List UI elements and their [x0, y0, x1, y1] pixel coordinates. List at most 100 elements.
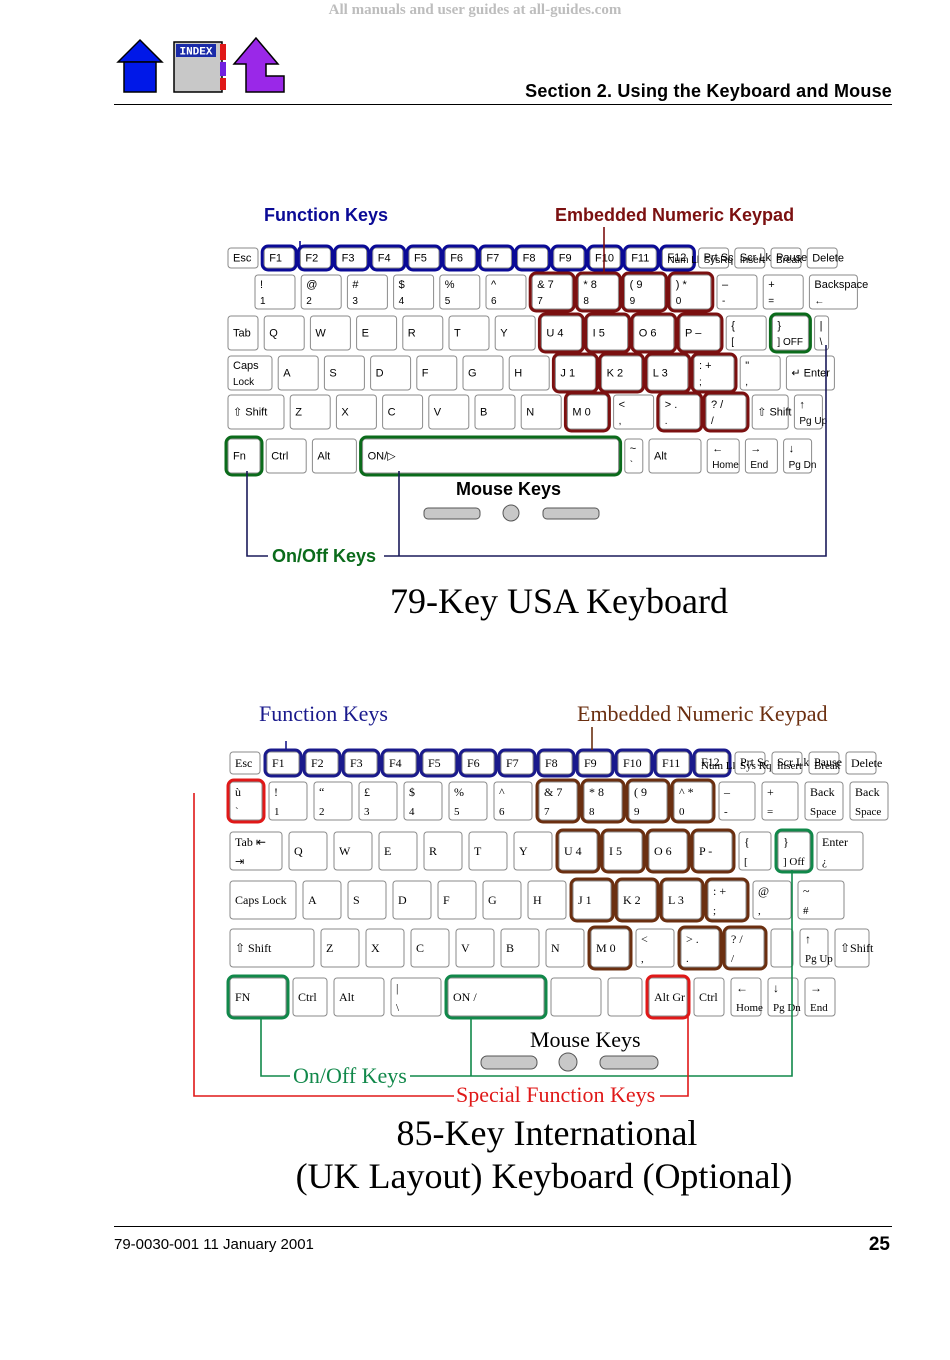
kb2keys-key-r0-k8[interactable]: F8 — [536, 748, 576, 778]
kb1keys-key-r3-k6[interactable]: H — [508, 355, 550, 391]
kb2keys-key-r0-k6[interactable]: F6 — [458, 748, 498, 778]
kb2keys-key-r2-k6[interactable]: Y — [513, 831, 553, 871]
kb2keys-key-r2-k0[interactable]: Tab ⇤⇥ — [229, 831, 283, 871]
kb2keys-key-r2-k7[interactable]: U 4 — [555, 828, 601, 874]
kb2keys-key-r5-k4[interactable]: ON / — [444, 974, 548, 1020]
kb2keys-key-r5-k6[interactable] — [607, 977, 643, 1017]
kb2keys-key-r2-k4[interactable]: R — [423, 831, 463, 871]
kb1keys-key-r1-k9[interactable]: ) *0 — [667, 271, 715, 313]
kb2keys-key-r1-k0[interactable]: ù` — [226, 778, 266, 824]
kb2keys-key-r0-k1[interactable]: F1 — [263, 748, 303, 778]
kb1keys-key-r1-k5[interactable]: ^6 — [485, 274, 527, 310]
kb2keys-key-r3-k8[interactable]: K 2 — [614, 877, 660, 923]
kb1keys-key-r0-k8[interactable]: F8 — [514, 244, 552, 272]
kb2keys-key-r3-k11[interactable]: @, — [752, 880, 792, 920]
kb2keys-key-r1-k9[interactable]: ( 99 — [625, 778, 671, 824]
kb2keys-key-r2-k13[interactable]: Enter¿ — [816, 831, 864, 871]
kb1keys-key-r0-k16[interactable]: Delete — [806, 247, 844, 269]
kb2keys-key-r4-k0[interactable]: ⇧ Shift — [229, 928, 315, 968]
kb1keys-key-r2-k11[interactable]: {[ — [725, 315, 767, 351]
kb2keys-key-r5-k5[interactable] — [550, 977, 602, 1017]
kb1keys-key-r2-k13[interactable]: |\ — [814, 315, 830, 351]
kb2keys-key-r4-k8[interactable]: <, — [635, 928, 675, 968]
kb1keys-key-r1-k3[interactable]: $4 — [393, 274, 435, 310]
kb1keys-key-r2-k3[interactable]: E — [356, 315, 398, 351]
kb2keys-key-r5-k7[interactable]: Alt Gr — [645, 974, 691, 1020]
kb1keys-key-r3-k3[interactable]: D — [370, 355, 412, 391]
kb1keys-key-r3-k8[interactable]: K 2 — [598, 352, 646, 394]
kb1keys-key-r4-k2[interactable]: X — [335, 394, 377, 430]
kb2keys-key-r5-k9[interactable]: ←Home — [730, 977, 763, 1017]
kb2keys-key-r3-k12[interactable]: ~# — [797, 880, 845, 920]
kb1keys-key-r2-k8[interactable]: I 5 — [584, 312, 632, 354]
kb2keys-key-r4-k2[interactable]: X — [365, 928, 405, 968]
kb1keys-key-r0-k4[interactable]: F4 — [369, 244, 407, 272]
kb1keys-key-r5-k4[interactable]: ~` — [624, 438, 644, 474]
kb1keys-key-r4-k7[interactable]: M 0 — [563, 391, 611, 433]
kb1keys-key-r4-k11[interactable]: ⇧ Shift — [751, 394, 791, 430]
kb1keys-key-r0-k7[interactable]: F7 — [477, 244, 515, 272]
kb1keys-key-r1-k1[interactable]: @2 — [300, 274, 342, 310]
kb2keys-key-r1-k11[interactable]: –- — [718, 781, 756, 821]
kb2keys-key-r0-k3[interactable]: F3 — [341, 748, 381, 778]
kb2keys-key-r1-k12[interactable]: += — [761, 781, 799, 821]
kb1keys-key-r0-k6[interactable]: F6 — [441, 244, 479, 272]
kb1keys-key-r4-k10[interactable]: ? // — [702, 391, 750, 433]
kb2keys-key-r3-k3[interactable]: D — [392, 880, 432, 920]
kb2keys-key-r0-k9[interactable]: F9 — [575, 748, 615, 778]
kb1keys-key-r0-k5[interactable]: F5 — [405, 244, 443, 272]
kb2keys-key-r0-k7[interactable]: F7 — [497, 748, 537, 778]
kb2keys-key-r3-k2[interactable]: S — [347, 880, 387, 920]
kb1keys-key-r2-k4[interactable]: R — [402, 315, 444, 351]
kb2keys-key-r0-k16[interactable]: Delete — [845, 751, 882, 775]
kb2keys-key-r0-k4[interactable]: F4 — [380, 748, 420, 778]
kb2keys-key-r0-k10[interactable]: F10 — [614, 748, 654, 778]
kb1keys-key-r3-k11[interactable]: ", — [739, 355, 781, 391]
kb1keys-key-r2-k5[interactable]: T — [448, 315, 490, 351]
kb2keys-key-r2-k5[interactable]: T — [468, 831, 508, 871]
kb1keys-key-r3-k7[interactable]: J 1 — [551, 352, 599, 394]
kb1keys-key-r0-k3[interactable]: F3 — [333, 244, 371, 272]
kb2keys-key-r3-k10[interactable]: : +; — [704, 877, 750, 923]
kb1keys-key-r1-k0[interactable]: !1 — [254, 274, 296, 310]
kb1keys-key-r1-k4[interactable]: %5 — [439, 274, 481, 310]
kb1keys-key-r3-k2[interactable]: S — [323, 355, 365, 391]
kb1keys-key-r0-k1[interactable]: F1 — [260, 244, 298, 272]
kb1keys-key-r1-k8[interactable]: ( 99 — [621, 271, 669, 313]
kb2keys-key-r4-k4[interactable]: V — [455, 928, 495, 968]
kb2keys-key-r1-k4[interactable]: $4 — [403, 781, 443, 821]
kb2keys-key-r0-k0[interactable]: Esc — [229, 751, 261, 775]
kb2keys-key-r5-k11[interactable]: →End — [804, 977, 836, 1017]
kb1keys-key-r0-k9[interactable]: F9 — [550, 244, 588, 272]
kb2keys-key-r3-k1[interactable]: A — [302, 880, 342, 920]
kb2keys-key-r4-k10[interactable]: ? // — [722, 925, 768, 971]
kb2keys-key-r1-k10[interactable]: ^ *0 — [670, 778, 716, 824]
kb2keys-key-r4-k7[interactable]: M 0 — [587, 925, 633, 971]
kb2keys-key-r1-k5[interactable]: %5 — [448, 781, 488, 821]
kb2keys-key-r1-k7[interactable]: & 77 — [535, 778, 581, 824]
kb1keys-key-r2-k0[interactable]: Tab — [227, 315, 259, 351]
kb2keys-key-r4-k5[interactable]: B — [500, 928, 540, 968]
kb1keys-key-r5-k7[interactable]: →End — [744, 438, 778, 474]
kb2keys-key-r2-k1[interactable]: Q — [288, 831, 328, 871]
kb2keys-key-r0-k5[interactable]: F5 — [419, 748, 459, 778]
kb1keys-key-r4-k0[interactable]: ⇧ Shift — [227, 394, 285, 430]
kb2keys-key-r3-k4[interactable]: F — [437, 880, 477, 920]
kb2keys-key-r4-k6[interactable]: N — [545, 928, 585, 968]
kb1keys-key-r4-k6[interactable]: N — [520, 394, 562, 430]
back-arrow-icon[interactable] — [232, 36, 285, 93]
kb2keys-key-r4-k1[interactable]: Z — [320, 928, 360, 968]
kb2keys-key-r3-k7[interactable]: J 1 — [569, 877, 615, 923]
kb2keys-key-r1-k3[interactable]: £3 — [358, 781, 398, 821]
kb2keys-key-r5-k10[interactable]: ↓Pg Dn — [767, 977, 801, 1017]
kb1keys-key-r1-k2[interactable]: #3 — [346, 274, 388, 310]
kb1keys-key-r4-k9[interactable]: > .. — [656, 391, 704, 433]
